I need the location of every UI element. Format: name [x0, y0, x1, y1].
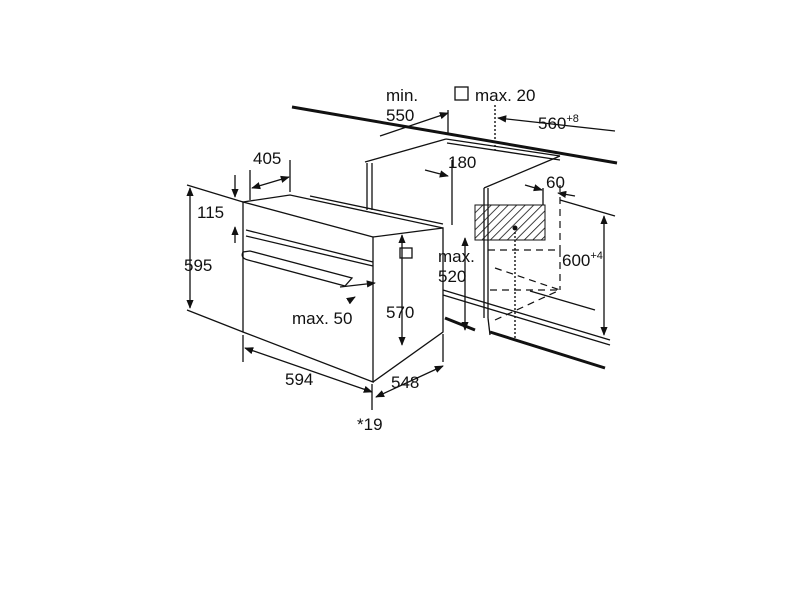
label-115: 115 [197, 203, 224, 222]
label-60: 60 [546, 173, 565, 192]
label-max: max. [438, 247, 475, 266]
label-max50: max. 50 [292, 309, 352, 328]
label-520: 520 [438, 267, 466, 286]
dimension-lines [186, 110, 616, 410]
countertop [291, 105, 618, 189]
label-570: 570 [386, 303, 414, 322]
label-max20: max. 20 [475, 86, 535, 105]
label-180: 180 [448, 153, 476, 172]
oven-handle [241, 250, 354, 287]
socket-area-hatched [474, 204, 546, 241]
cabinet-niche [366, 105, 616, 370]
label-550: 550 [386, 106, 414, 125]
label-560: 560+8 [538, 113, 579, 133]
label-595: 595 [184, 256, 212, 275]
label-19: *19 [357, 415, 383, 434]
label-405: 405 [253, 149, 281, 168]
label-min: min. [386, 86, 418, 105]
oven [241, 194, 444, 383]
label-600: 600+4 [562, 250, 603, 270]
label-594: 594 [285, 370, 313, 389]
square-icon [454, 86, 469, 101]
label-548: 548 [391, 373, 419, 392]
